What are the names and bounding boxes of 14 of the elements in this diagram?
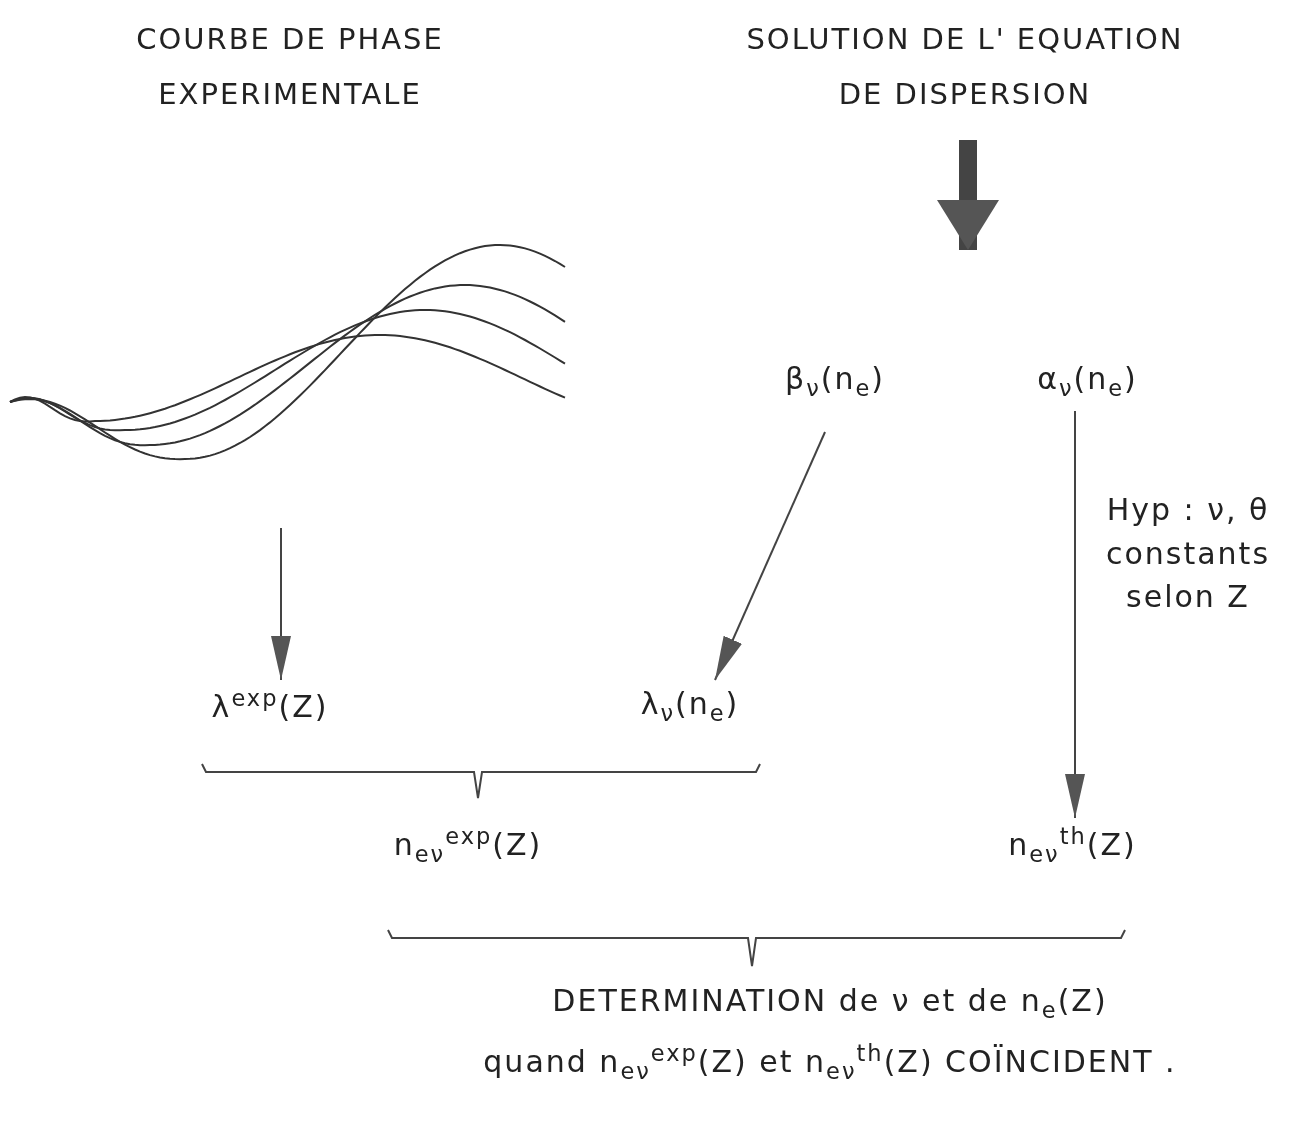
heading-text: SOLUTION DE L' EQUATION DE DISPERSION xyxy=(745,21,1185,114)
conclusion-text: quand n$_{eν}$$^{exp}$(Z) et n$_{eν}$$^{th}$(Z) COÏNCIDENT . xyxy=(482,1038,1178,1086)
arrow xyxy=(714,431,826,681)
formula-text: λ$^{exp}$(Z) xyxy=(210,684,330,726)
formula-text: α$_{ν}$(n$_{e}$) xyxy=(1036,360,1139,403)
formula-text: β$_{ν}$(n$_{e}$) xyxy=(784,360,886,403)
arrow xyxy=(1065,410,1085,819)
heading-text: COURBE DE PHASE EXPERIMENTALE xyxy=(135,21,445,114)
conclusion-text: DETERMINATION de ν et de n$_{e}$(Z) xyxy=(551,982,1109,1025)
formula-text: λ$_{ν}$(n$_{e}$) xyxy=(639,685,741,728)
thick-arrow xyxy=(937,140,999,250)
formula-text: n$_{eν}$$^{th}$(Z) xyxy=(1007,822,1138,869)
arrow xyxy=(271,527,291,681)
formula-text: n$_{eν}$$^{exp}$(Z) xyxy=(392,822,544,869)
